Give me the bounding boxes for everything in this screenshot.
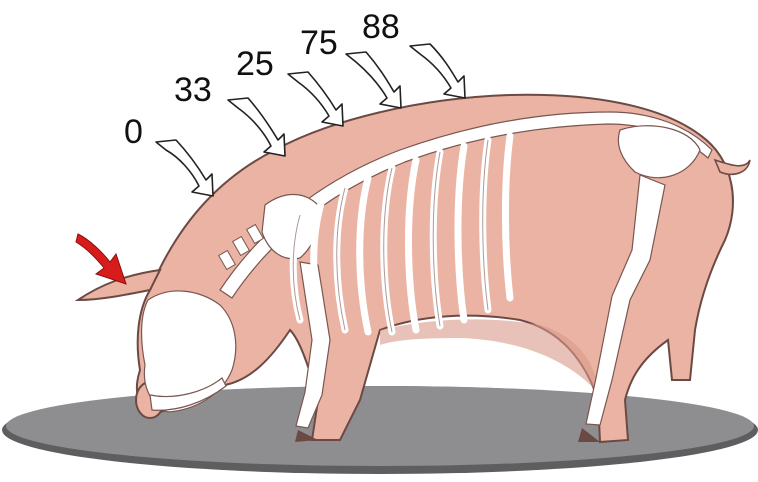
label-33: 33 [174, 71, 212, 109]
label-88: 88 [362, 8, 400, 46]
label-0: 0 [124, 113, 143, 151]
label-75: 75 [300, 24, 338, 62]
red-arrow [76, 234, 126, 284]
arrow-75 [346, 52, 401, 108]
arrow-25 [288, 72, 343, 126]
platform [2, 386, 758, 474]
label-25: 25 [236, 45, 274, 83]
arrow-88 [410, 44, 465, 98]
arrow-33 [228, 98, 285, 156]
arrow-0 [156, 140, 213, 196]
